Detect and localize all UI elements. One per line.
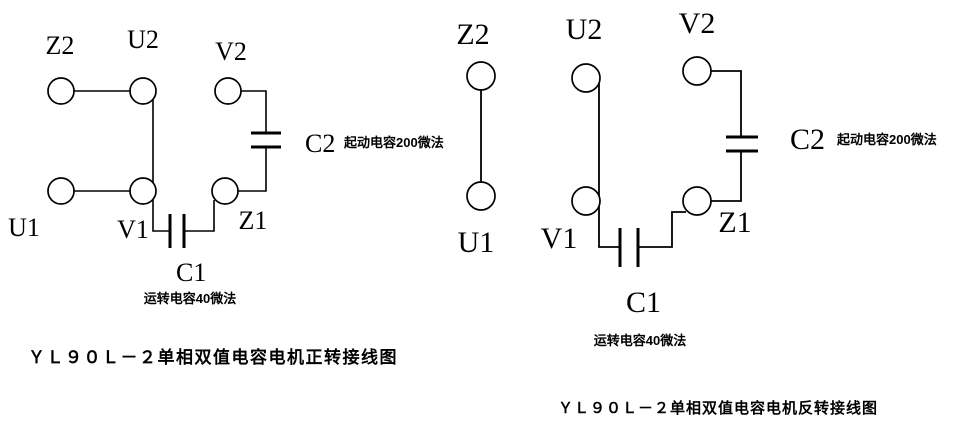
reverse-terminal-label-z1: Z1 [718, 206, 751, 239]
reverse-diagram-caption: ＹＬ９０Ｌ－２单相双值电容电机反转接线图 [558, 399, 878, 417]
forward-terminal-v2-circle [214, 77, 242, 105]
forward-terminal-u1-circle [47, 177, 75, 205]
forward-terminal-z2-circle [47, 77, 75, 105]
reverse-wire-c2-to-z1 [711, 151, 742, 202]
forward-wire-v2-to-c2 [241, 90, 267, 133]
forward-terminal-z1-circle [211, 177, 239, 205]
forward-c2-description: 起动电容200微法 [343, 135, 444, 150]
reverse-terminal-v1-circle [571, 186, 601, 216]
reverse-c1-label: C1 [626, 286, 661, 319]
reverse-c2-description: 起动电容200微法 [836, 132, 937, 147]
reverse-terminal-label-v2: V2 [679, 7, 716, 40]
reverse-wire-u2-to-c1 [598, 73, 620, 248]
reverse-terminal-z2-circle [466, 61, 496, 91]
forward-terminal-label-u2: U2 [127, 25, 159, 54]
forward-terminal-label-v1: V1 [117, 215, 149, 244]
reverse-c2-label: C2 [790, 123, 825, 156]
reverse-c1-description: 运转电容40微法 [594, 333, 686, 348]
forward-terminal-label-z2: Z2 [46, 31, 75, 60]
forward-c1-label: C1 [176, 258, 206, 287]
forward-c1-description: 运转电容40微法 [144, 291, 236, 306]
reverse-wiring-diagram: Z2 U2 V2 U1 V1 Z1 [456, 7, 936, 417]
reverse-terminal-u2-circle [571, 63, 601, 93]
forward-terminal-label-v2: V2 [215, 37, 247, 66]
forward-wire-c1-to-z1 [184, 200, 215, 232]
reverse-terminal-v2-circle [682, 56, 712, 86]
reverse-terminal-z1-circle [682, 186, 712, 216]
forward-wire-u2-to-c1 [152, 99, 170, 232]
forward-terminal-v1-circle [129, 177, 157, 205]
forward-terminal-label-z1: Z1 [239, 206, 268, 235]
forward-wiring-diagram: Z2 U2 V2 U1 V1 Z1 [8, 25, 444, 367]
reverse-terminal-u1-circle [466, 181, 496, 211]
reverse-terminal-label-v1: V1 [541, 222, 578, 255]
forward-diagram-caption: ＹＬ９０Ｌ－２单相双值电容电机正转接线图 [28, 347, 398, 367]
reverse-terminal-label-u1: U1 [458, 226, 495, 259]
reverse-terminal-label-z2: Z2 [456, 18, 489, 51]
reverse-wire-c1-to-z1 [638, 211, 686, 248]
forward-c2-label: C2 [305, 129, 335, 158]
forward-wire-c2-to-z1 [238, 147, 267, 192]
forward-terminal-label-u1: U1 [8, 213, 40, 242]
reverse-terminal-label-u2: U2 [566, 13, 603, 46]
forward-terminal-u2-circle [129, 77, 157, 105]
reverse-wire-v2-to-c2 [711, 70, 742, 137]
